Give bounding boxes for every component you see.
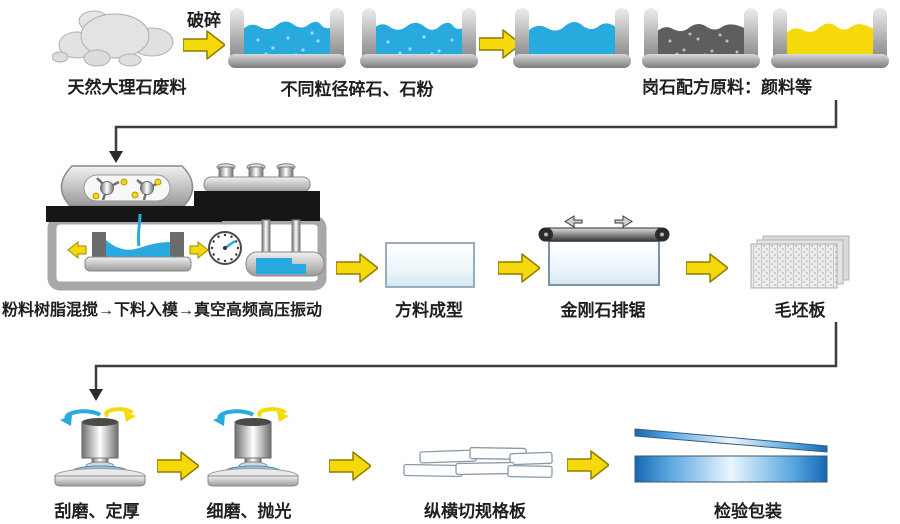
marble-waste-rocks-icon: [52, 10, 174, 67]
arrow-right-icon: [336, 253, 378, 283]
formula-label: 岗石配方原料：颜料等: [642, 78, 812, 97]
packed-slab-icon: [634, 428, 828, 483]
mixing-step-label: 粉料树脂混搅→下料入模→真空高频高压振动: [2, 302, 323, 319]
tub-formula-blue: [513, 8, 631, 68]
arrow-right-icon: [498, 253, 540, 283]
tub-crushed-stone-2: [360, 8, 478, 68]
cut-label: 纵横切规格板: [424, 502, 526, 521]
tub-crushed-stone-1: [228, 8, 346, 68]
grinder-polishing-icon: [207, 407, 299, 487]
formed-block-icon: [385, 242, 475, 288]
saw-label: 金刚石排锯: [560, 301, 646, 320]
crushed-label: 不同粒径碎石、石粉: [280, 80, 434, 99]
grinder-calibrating-icon: [54, 407, 146, 487]
slab-label: 毛坯板: [774, 301, 826, 320]
rocks-label: 天然大理石废料: [67, 78, 187, 97]
gang-saw-icon: [538, 215, 670, 286]
arrow-right-icon: [567, 450, 609, 480]
tub-formula-dark: [642, 8, 760, 68]
grind-label: 刮磨、定厚: [54, 502, 140, 521]
pack-label: 检验包装: [714, 502, 782, 521]
mixer-press-machine-icon: [46, 163, 327, 291]
polish-label: 细磨、抛光: [206, 502, 292, 521]
arrow-right-icon: [479, 29, 521, 59]
cut-boards-icon: [403, 446, 553, 478]
crush-label: 破碎: [187, 11, 221, 30]
tub-pigment-yellow: [771, 8, 889, 68]
arrow-right-icon: [329, 451, 371, 481]
arrow-right-icon: [686, 253, 728, 283]
block-label: 方料成型: [395, 301, 463, 320]
rough-slab-stack-icon: [750, 235, 850, 289]
arrow-right-icon: [157, 451, 199, 481]
arrow-right-icon: [183, 30, 225, 60]
